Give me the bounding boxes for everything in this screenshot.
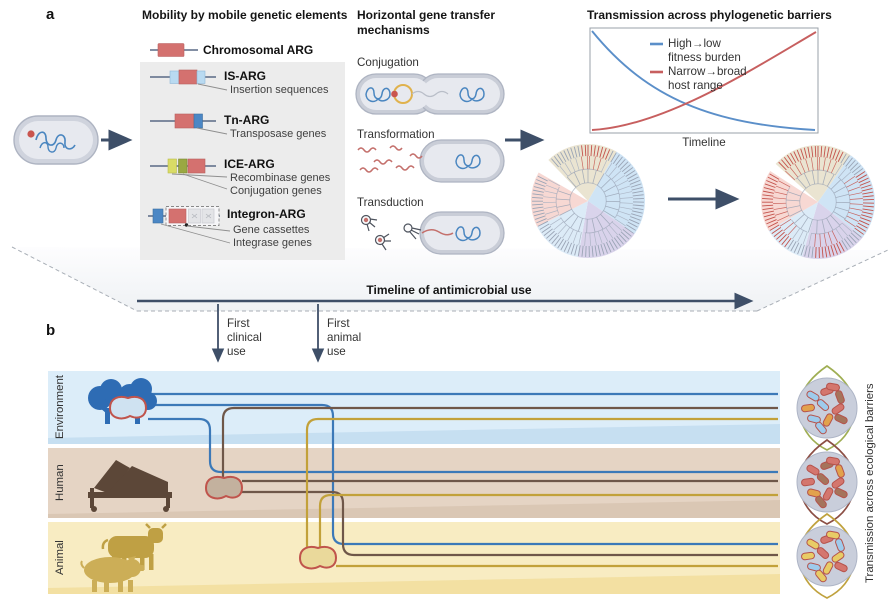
hospital-bed-icon bbox=[88, 460, 172, 512]
phylo-title: Transmission across phylogenetic barrier… bbox=[587, 8, 832, 22]
transduction-graphic bbox=[360, 211, 505, 255]
phage-icons bbox=[360, 214, 422, 251]
integron-arg-note-2: Integrase genes bbox=[233, 237, 312, 249]
integron-arg-label: Integron-ARG bbox=[227, 207, 306, 221]
transformation-graphic bbox=[357, 139, 505, 183]
transformation-label: Transformation bbox=[357, 128, 435, 141]
mobility-title: Mobility by mobile genetic elements bbox=[142, 8, 348, 22]
animal-bacterium bbox=[298, 545, 338, 570]
phylogenetic-tree-after bbox=[761, 145, 876, 259]
tn-arg-note: Transposase genes bbox=[230, 128, 327, 140]
band-label-environment: Environment bbox=[54, 375, 66, 440]
transmission-lines bbox=[148, 392, 778, 568]
conjugation-label: Conjugation bbox=[357, 56, 419, 69]
funnel-dashed-lines bbox=[11, 246, 889, 312]
first-animal-use-label: First animal use bbox=[327, 317, 362, 359]
phylo-chart bbox=[589, 27, 819, 134]
funnel-shading bbox=[12, 247, 888, 311]
livestock-icon bbox=[80, 523, 167, 592]
ice-arg-note-1: Recombinase genes bbox=[230, 172, 331, 184]
band-label-animal: Animal bbox=[54, 540, 66, 576]
phylogenetic-tree-before bbox=[531, 144, 645, 258]
first-clinical-use-label: First clinical use bbox=[227, 317, 262, 359]
band-label-human: Human bbox=[54, 464, 66, 502]
is-arg-note: Insertion sequences bbox=[230, 84, 329, 96]
ice-arg-note-2: Conjugation genes bbox=[230, 185, 322, 197]
panel-a-label: a bbox=[46, 6, 55, 23]
conjugation-graphic bbox=[355, 73, 505, 115]
host-range-curve bbox=[591, 31, 817, 131]
is-arg-label: IS-ARG bbox=[224, 69, 266, 83]
is-arg-motif bbox=[150, 69, 228, 91]
source-bacterium bbox=[13, 115, 99, 165]
ecological-transfer-chain bbox=[796, 364, 858, 599]
integron-arg-motif bbox=[148, 206, 231, 244]
chromosomal-arg-motif bbox=[150, 43, 198, 57]
panel-b-label: b bbox=[46, 322, 56, 339]
ice-arg-label: ICE-ARG bbox=[224, 157, 275, 171]
chromosomal-arg-label: Chromosomal ARG bbox=[203, 43, 314, 57]
timeline-title: Timeline of antimicrobial use bbox=[366, 283, 532, 297]
integron-arg-note-1: Gene cassettes bbox=[233, 224, 310, 236]
environment-bacterium bbox=[108, 395, 148, 420]
ecology-caption: Transmission across ecological barriers bbox=[864, 383, 876, 583]
transduction-label: Transduction bbox=[357, 196, 424, 209]
human-bacterium bbox=[204, 475, 244, 500]
ice-arg-motif bbox=[150, 158, 228, 190]
tn-arg-motif bbox=[150, 113, 228, 135]
hgt-title: Horizontal gene transfer mechanisms bbox=[357, 8, 496, 37]
tn-arg-label: Tn-ARG bbox=[224, 113, 270, 127]
phylo-xlabel: Timeline bbox=[682, 136, 726, 149]
